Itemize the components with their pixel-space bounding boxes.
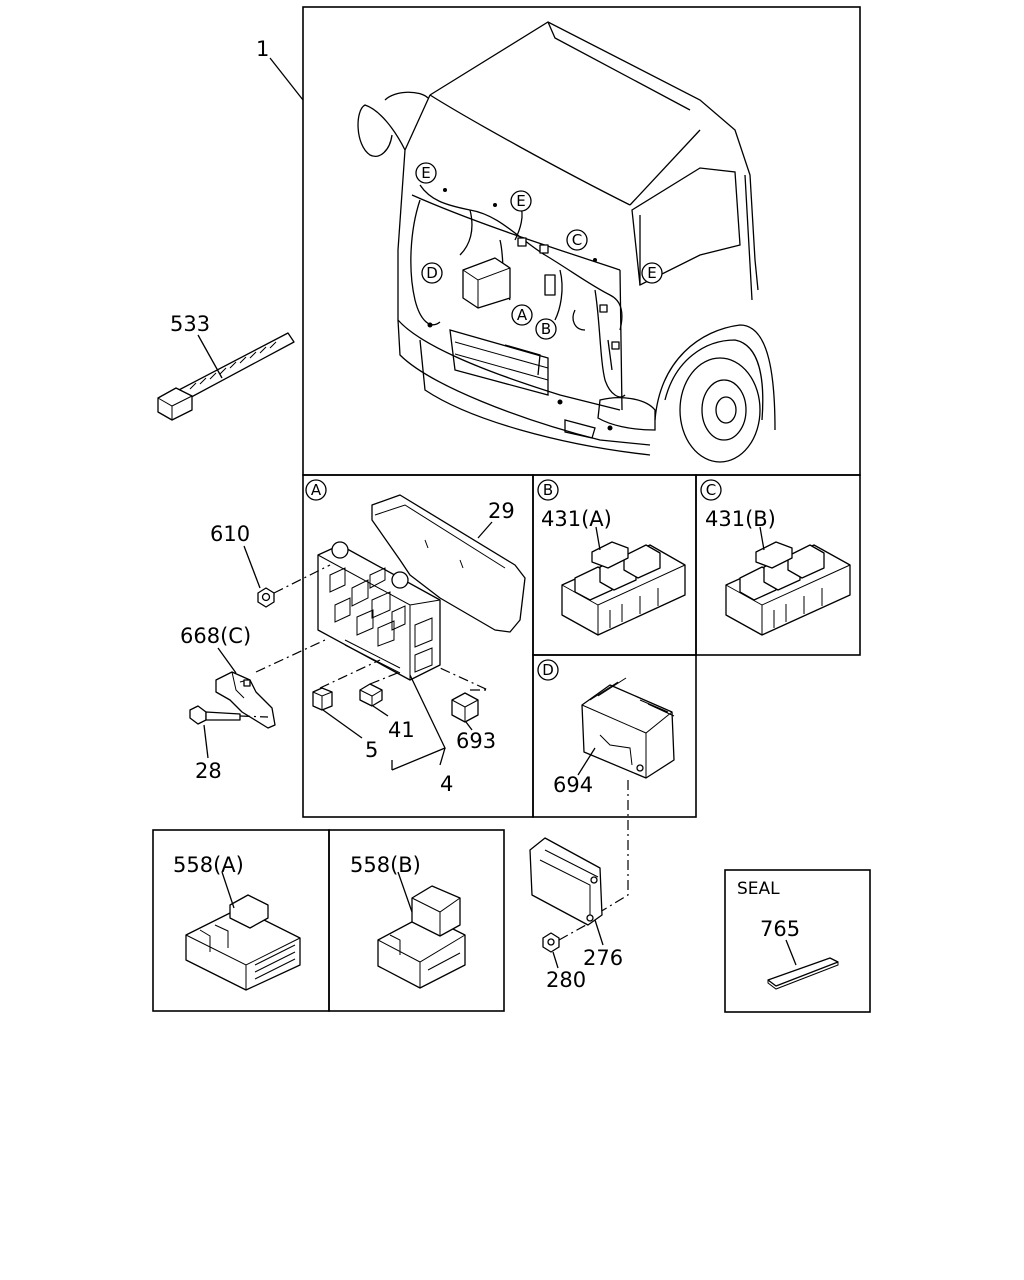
dashed-line-ecu — [594, 780, 629, 916]
ecu-bracket-276 — [529, 837, 603, 926]
callout-668c: 668(C) — [180, 624, 251, 648]
callout-280: 280 — [546, 968, 586, 992]
seal-box-title: SEAL — [737, 879, 780, 899]
callout-431b: 431(B) — [705, 507, 776, 531]
section-marker-c-cab: C — [566, 229, 588, 251]
relay-block-431a — [561, 541, 686, 636]
section-marker-e-3: E — [641, 262, 663, 284]
callout-41: 41 — [388, 718, 415, 742]
leader-line-694 — [577, 747, 596, 776]
section-marker-e-3-text: E — [647, 264, 656, 282]
dashed-line-280 — [558, 924, 587, 941]
relay-693 — [451, 692, 479, 723]
relay-block-431b — [725, 541, 851, 636]
callout-610: 610 — [210, 522, 250, 546]
ecu-unit-694 — [581, 677, 675, 779]
section-marker-b: B — [537, 479, 559, 501]
dashed-line-5 — [319, 659, 381, 689]
leader-line-431a — [595, 526, 601, 551]
dashed-line-28 — [239, 715, 269, 718]
leader-line-4 — [439, 747, 446, 766]
section-marker-a-text: A — [311, 481, 322, 499]
connector-558a — [185, 894, 301, 991]
section-marker-d-cab-text: D — [426, 264, 438, 282]
leader-line-276 — [594, 919, 604, 946]
fuse-41 — [359, 683, 383, 707]
fuse-5 — [312, 687, 333, 711]
section-marker-b-cab: B — [535, 318, 557, 340]
dashed-line-693 — [439, 667, 489, 691]
callout-276: 276 — [583, 946, 623, 970]
callout-693: 693 — [456, 729, 496, 753]
leader-line-1 — [269, 57, 304, 101]
leader-line-29 — [477, 521, 493, 539]
section-marker-a: A — [305, 479, 327, 501]
section-marker-e-1-text: E — [421, 164, 430, 182]
leader-line-533 — [197, 334, 223, 379]
callout-765: 765 — [760, 917, 800, 941]
callout-558a: 558(A) — [173, 853, 244, 877]
callout-5: 5 — [365, 738, 378, 762]
callout-28: 28 — [195, 759, 222, 783]
leader-line-693 — [465, 721, 473, 731]
leader-line-5 — [322, 709, 363, 739]
callout-29: 29 — [488, 499, 515, 523]
leader-line-41 — [372, 705, 389, 717]
connector-558b — [377, 885, 466, 989]
section-marker-d-text: D — [542, 661, 554, 679]
dashed-line-41 — [369, 671, 401, 685]
truck-cab-illustration — [357, 21, 776, 463]
leader-line-431b — [759, 526, 765, 551]
leader-line-610 — [243, 545, 261, 589]
section-marker-c-text: C — [706, 481, 716, 499]
section-marker-d: D — [537, 659, 559, 681]
fuse-box-body — [317, 541, 441, 681]
callout-431a: 431(A) — [541, 507, 612, 531]
leader-line-558b — [397, 871, 413, 913]
callout-1: 1 — [256, 37, 269, 61]
cable-tie-533 — [157, 332, 295, 421]
section-marker-e-2-text: E — [516, 192, 525, 210]
leader-line-280 — [552, 951, 559, 969]
section-marker-e-1: E — [415, 162, 437, 184]
nut-280 — [542, 932, 560, 953]
section-marker-b-text: B — [543, 481, 553, 499]
bolt-28 — [189, 705, 241, 725]
seal-765 — [767, 957, 839, 990]
bracket-668c — [215, 671, 276, 729]
section-marker-c-cab-text: C — [572, 231, 582, 249]
section-marker-e-2: E — [510, 190, 532, 212]
callout-533: 533 — [170, 312, 210, 336]
nut-610 — [257, 587, 275, 608]
fuse-box-cover-29 — [371, 494, 526, 633]
callout-694: 694 — [553, 773, 593, 797]
section-marker-c: C — [700, 479, 722, 501]
leader-line-28 — [203, 724, 209, 759]
panel-frames — [152, 6, 871, 1013]
section-marker-a-cab-text: A — [517, 306, 528, 324]
leader-line-558a — [221, 871, 235, 909]
section-marker-b-cab-text: B — [541, 320, 551, 338]
leader-line-765 — [785, 939, 797, 966]
section-marker-a-cab: A — [511, 304, 533, 326]
leader-line-668c — [217, 647, 237, 674]
callout-558b: 558(B) — [350, 853, 421, 877]
section-marker-d-cab: D — [421, 262, 443, 284]
callout-4: 4 — [440, 772, 453, 796]
dashed-line-668c — [255, 639, 326, 673]
